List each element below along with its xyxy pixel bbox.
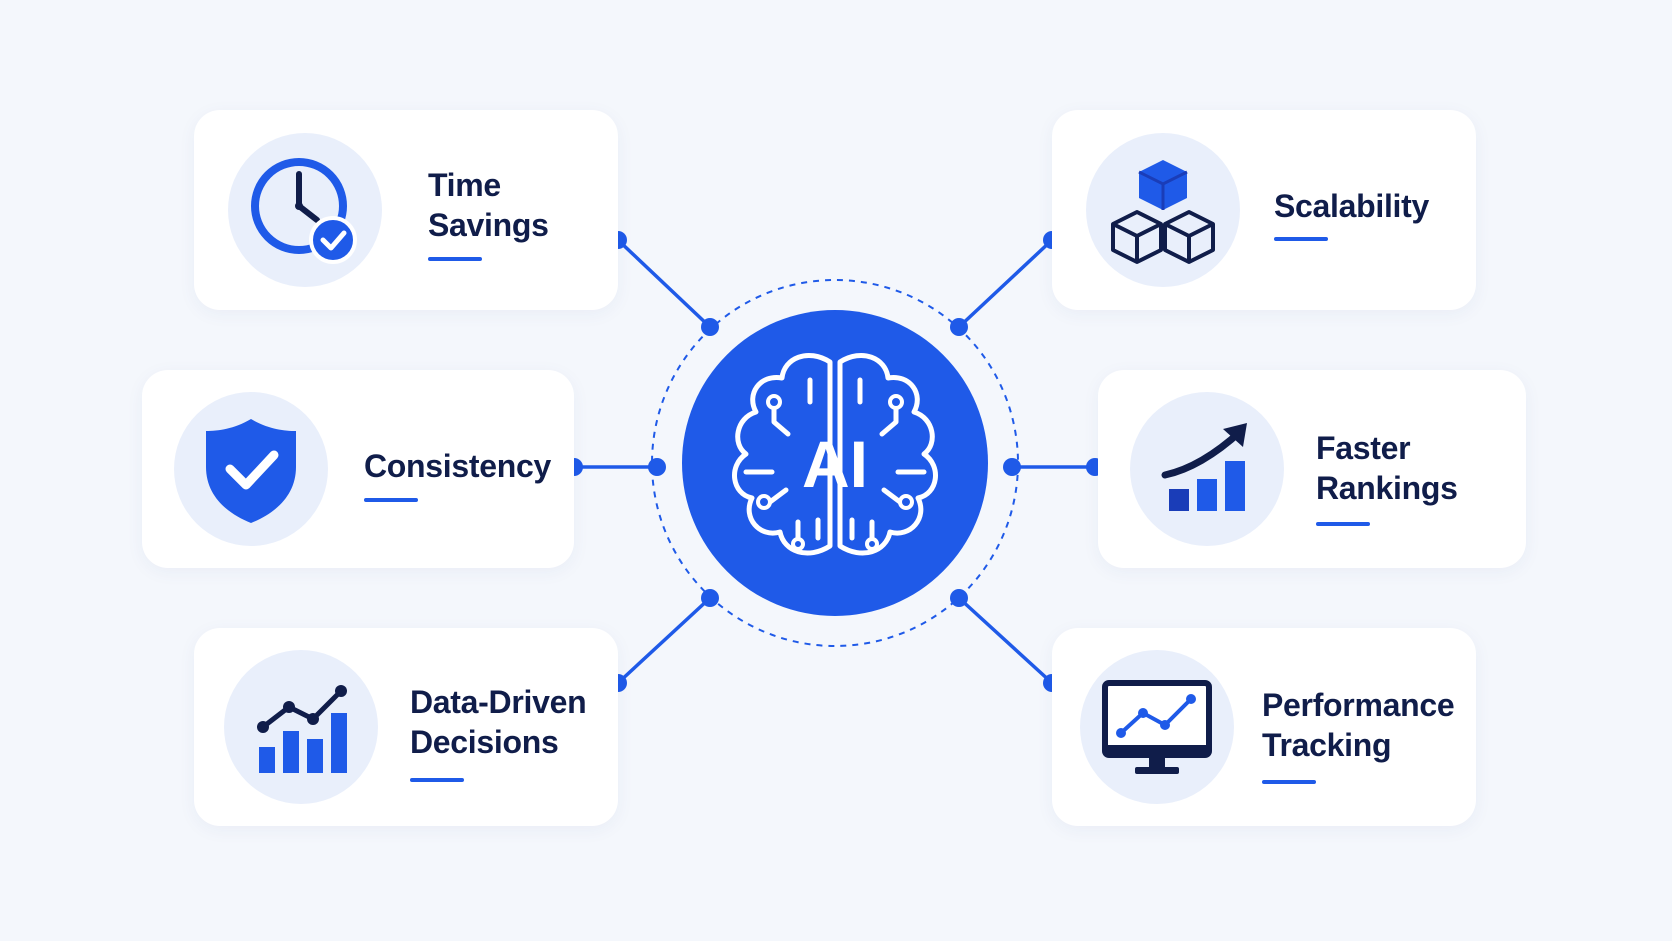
connector-faster-rankings	[1003, 458, 1104, 476]
connector-consistency	[565, 458, 666, 476]
card-consistency: Consistency	[142, 370, 574, 568]
label-underline	[410, 778, 464, 782]
benefit-label: Consistency	[364, 448, 551, 484]
monitor-chart-icon	[1102, 680, 1212, 774]
label-underline	[1262, 780, 1316, 784]
rising-bars-icon	[1161, 423, 1247, 511]
icon-circle	[1080, 650, 1234, 804]
ai-hub: AI	[680, 302, 990, 624]
benefit-label: Scalability	[1274, 188, 1429, 224]
icon-circle	[174, 392, 328, 546]
benefit-label: Faster Rankings	[1316, 430, 1458, 506]
card-faster-rankings: Faster Rankings	[1098, 370, 1526, 568]
brain-circuit-icon: AI	[682, 310, 988, 616]
benefit-label: Time Savings	[428, 167, 549, 243]
card-time-savings: Time Savings	[194, 110, 618, 310]
benefit-label: Performance Tracking	[1262, 687, 1455, 763]
cubes-icon	[1111, 160, 1215, 264]
icon-circle	[1130, 392, 1284, 546]
icon-circle	[228, 133, 382, 287]
card-scalability: Scalability	[1052, 110, 1476, 310]
shield-check-icon	[206, 419, 296, 523]
benefit-label: Data-Driven Decisions	[410, 684, 587, 760]
hub-label: AI	[802, 427, 868, 501]
label-underline	[428, 257, 482, 261]
clock-check-icon	[251, 158, 357, 264]
card-data-driven-decisions: Data-Driven Decisions	[194, 628, 618, 826]
label-underline	[1274, 237, 1328, 241]
line-bar-chart-icon	[257, 685, 347, 773]
card-performance-tracking: Performance Tracking	[1052, 628, 1476, 826]
label-underline	[1316, 522, 1370, 526]
icon-circle	[224, 650, 378, 804]
label-underline	[364, 498, 418, 502]
connector-data-driven	[609, 589, 719, 692]
icon-circle	[1086, 133, 1240, 287]
